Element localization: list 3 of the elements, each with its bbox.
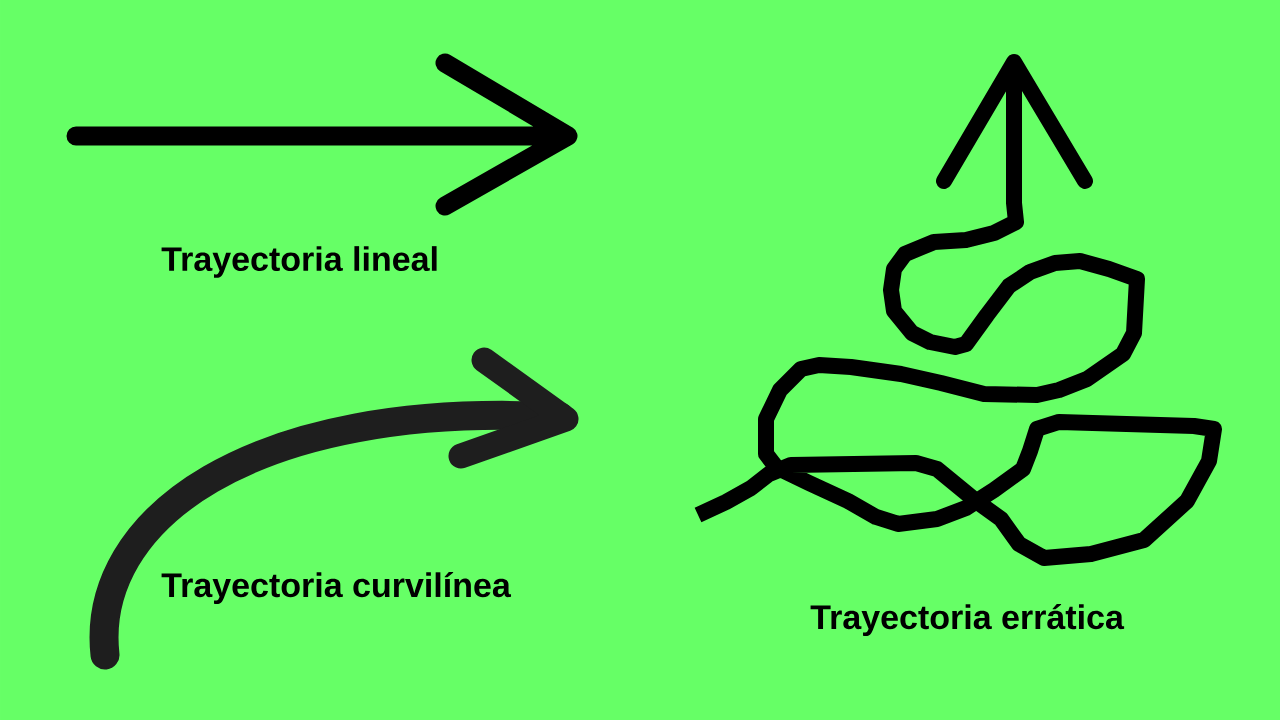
trajectory-label: Trayectoria errática bbox=[810, 604, 1125, 636]
trajectory-label: Trayectoria lineal bbox=[161, 246, 437, 278]
trajectory-label: Trayectoria curvilínea bbox=[161, 572, 511, 604]
